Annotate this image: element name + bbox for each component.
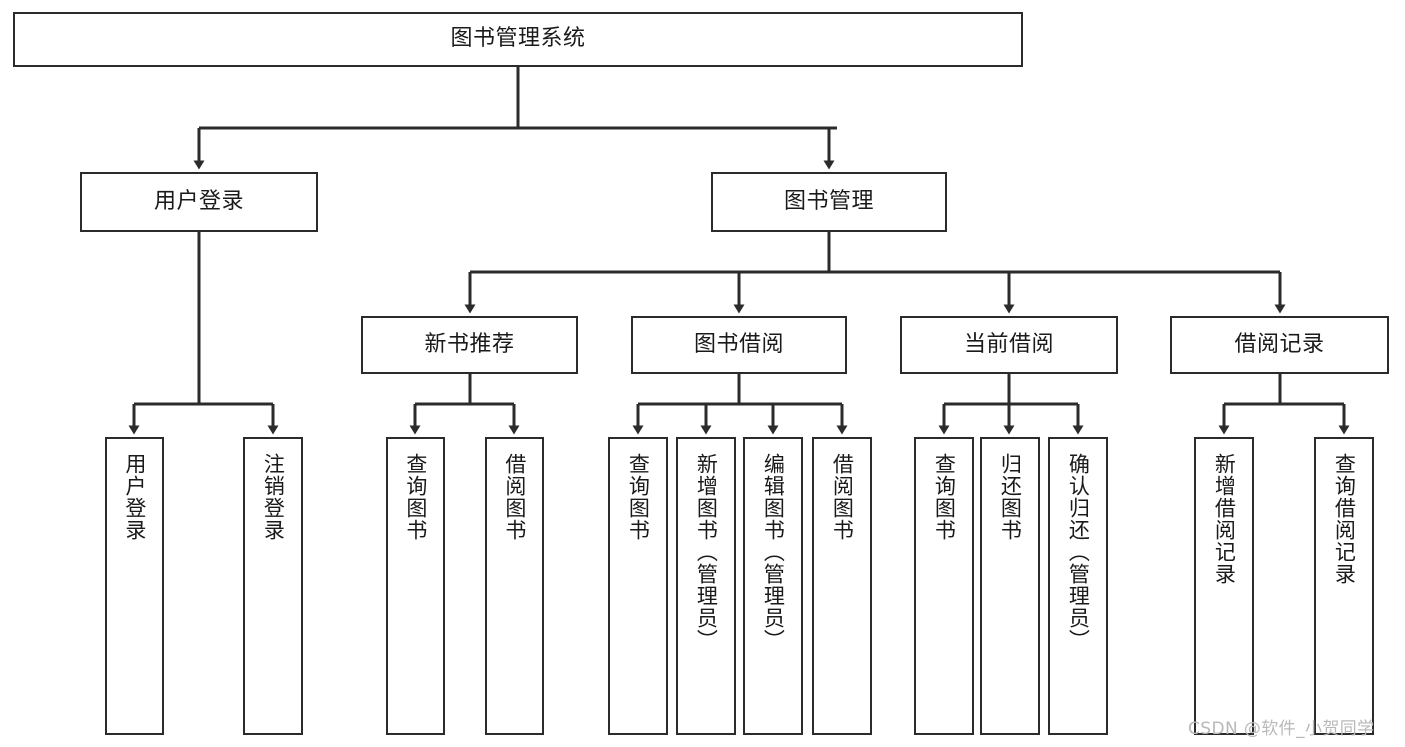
node-label: 查询借阅记录 bbox=[1332, 453, 1357, 585]
leaf-user-login[interactable]: 用户登录 bbox=[105, 437, 164, 735]
node-label: 归还图书 bbox=[998, 453, 1023, 541]
node-label: 查询图书 bbox=[626, 453, 651, 541]
leaf-borrow-book-2[interactable]: 借阅图书 bbox=[812, 437, 872, 735]
node-label: 图书借阅 bbox=[693, 331, 784, 357]
node-book-borrow[interactable]: 图书借阅 bbox=[631, 316, 847, 374]
node-label: 查询图书 bbox=[403, 453, 428, 541]
node-label: 借阅记录 bbox=[1234, 331, 1325, 357]
node-label: 当前借阅 bbox=[963, 331, 1054, 357]
node-book-management[interactable]: 图书管理 bbox=[711, 172, 947, 232]
node-new-book-recommend[interactable]: 新书推荐 bbox=[361, 316, 578, 374]
leaf-query-book-1[interactable]: 查询图书 bbox=[386, 437, 445, 735]
node-label: 查询图书 bbox=[932, 453, 957, 541]
node-label: 用户登录 bbox=[122, 453, 147, 541]
node-label: 新增图书（管理员） bbox=[694, 453, 719, 651]
node-user-login[interactable]: 用户登录 bbox=[80, 172, 318, 232]
leaf-add-book[interactable]: 新增图书（管理员） bbox=[676, 437, 736, 735]
leaf-query-book-3[interactable]: 查询图书 bbox=[914, 437, 974, 735]
node-label: 确认归还（管理员） bbox=[1066, 453, 1091, 651]
leaf-edit-book[interactable]: 编辑图书（管理员） bbox=[743, 437, 803, 735]
node-label: 用户登录 bbox=[153, 188, 244, 214]
leaf-return-book[interactable]: 归还图书 bbox=[980, 437, 1040, 735]
node-current-borrow[interactable]: 当前借阅 bbox=[900, 316, 1118, 374]
node-label: 新增借阅记录 bbox=[1212, 453, 1237, 585]
leaf-query-borrow-record[interactable]: 查询借阅记录 bbox=[1314, 437, 1374, 735]
node-label: 图书管理 bbox=[783, 188, 874, 214]
node-label: 新书推荐 bbox=[424, 331, 515, 357]
node-label: 编辑图书（管理员） bbox=[761, 453, 786, 651]
node-label: 图书管理系统 bbox=[450, 26, 586, 52]
node-label: 借阅图书 bbox=[830, 453, 855, 541]
node-root-system[interactable]: 图书管理系统 bbox=[13, 12, 1023, 67]
leaf-add-borrow-record[interactable]: 新增借阅记录 bbox=[1194, 437, 1254, 735]
node-label: 借阅图书 bbox=[502, 453, 527, 541]
node-borrow-record[interactable]: 借阅记录 bbox=[1170, 316, 1389, 374]
leaf-confirm-return[interactable]: 确认归还（管理员） bbox=[1048, 437, 1108, 735]
node-label: 注销登录 bbox=[261, 453, 286, 541]
csdn-watermark: CSDN @软件_小贺同学 bbox=[1188, 719, 1375, 739]
leaf-logout[interactable]: 注销登录 bbox=[243, 437, 303, 735]
leaf-borrow-book-1[interactable]: 借阅图书 bbox=[485, 437, 544, 735]
leaf-query-book-2[interactable]: 查询图书 bbox=[608, 437, 668, 735]
